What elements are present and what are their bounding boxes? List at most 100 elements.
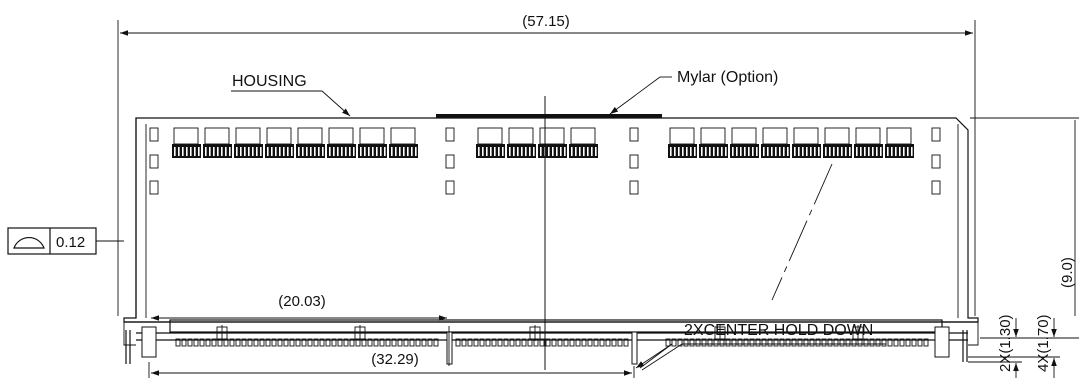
lower-contact-tooth bbox=[379, 338, 385, 347]
comb-slot bbox=[411, 147, 413, 156]
overall-width-label: (57.15) bbox=[522, 13, 570, 30]
comb-slot bbox=[825, 147, 827, 156]
comb-slot bbox=[575, 147, 577, 156]
comb-slot bbox=[690, 147, 692, 156]
center-hold-down-dimension: (32.29) bbox=[151, 351, 635, 378]
comb-slot bbox=[329, 147, 331, 156]
lower-contact-tooth bbox=[683, 338, 689, 347]
upper-contact-cell bbox=[173, 127, 199, 145]
comb-slot bbox=[256, 147, 258, 156]
comb-slot bbox=[252, 147, 254, 156]
lower-contact-tooth bbox=[187, 338, 193, 347]
lower-contact-tooth bbox=[695, 338, 701, 347]
comb-slot bbox=[236, 147, 238, 156]
lower-contact-tooth bbox=[911, 338, 917, 347]
comb-slot bbox=[872, 147, 874, 156]
comb-slot bbox=[349, 147, 351, 156]
comb-slot bbox=[740, 147, 742, 156]
comb-slot bbox=[856, 147, 858, 156]
comb-slot bbox=[186, 147, 188, 156]
upper-contact-cell bbox=[669, 127, 695, 145]
comb-slot bbox=[752, 147, 754, 156]
lower-contact-tooth bbox=[289, 338, 295, 347]
comb-slot bbox=[903, 147, 905, 156]
comb-slot bbox=[244, 147, 246, 156]
profile-of-surface-icon bbox=[13, 236, 45, 249]
lower-contact-tooth bbox=[515, 338, 521, 347]
lower-contact-tooth bbox=[319, 338, 325, 347]
upper-contact-cell bbox=[359, 127, 385, 145]
lower-contact-tooth bbox=[301, 338, 307, 347]
lower-contact-tooth bbox=[563, 338, 569, 347]
comb-slot bbox=[376, 147, 378, 156]
comb-slot bbox=[529, 147, 531, 156]
comb-slot bbox=[345, 147, 347, 156]
comb-slot bbox=[694, 147, 696, 156]
lower-contact-tooth bbox=[623, 338, 629, 347]
lower-contact-tooth bbox=[839, 338, 845, 347]
comb-slot bbox=[490, 147, 492, 156]
comb-slot bbox=[407, 147, 409, 156]
lower-contact-tooth bbox=[265, 338, 271, 347]
lower-contact-tooth bbox=[461, 338, 467, 347]
comb-slot bbox=[713, 147, 715, 156]
comb-slot bbox=[802, 147, 804, 156]
upper-contact-cell bbox=[266, 127, 292, 145]
lower-contact-tooth bbox=[665, 338, 671, 347]
comb-slot bbox=[899, 147, 901, 156]
comb-slot bbox=[322, 147, 324, 156]
upper-contact-cell bbox=[204, 127, 230, 145]
comb-slot bbox=[221, 147, 223, 156]
comb-slot bbox=[779, 147, 781, 156]
lower-contact-tooth bbox=[509, 338, 515, 347]
lower-contact-tooth bbox=[797, 338, 803, 347]
lower-contact-tooth bbox=[337, 338, 343, 347]
comb-slot bbox=[686, 147, 688, 156]
comb-slot bbox=[279, 147, 281, 156]
lower-contact-tooth bbox=[893, 338, 899, 347]
comb-slot bbox=[721, 147, 723, 156]
comb-slot bbox=[198, 147, 200, 156]
lower-contact-tooth bbox=[491, 338, 497, 347]
comb-slot bbox=[787, 147, 789, 156]
lower-contact-tooth bbox=[803, 338, 809, 347]
comb-slot bbox=[907, 147, 909, 156]
comb-slot bbox=[571, 147, 573, 156]
comb-slot bbox=[509, 147, 511, 156]
comb-slot bbox=[732, 147, 734, 156]
lower-contact-tooth bbox=[917, 338, 923, 347]
lower-contact-tooth bbox=[881, 338, 887, 347]
comb-slot bbox=[384, 147, 386, 156]
comb-slot bbox=[502, 147, 504, 156]
comb-slot bbox=[341, 147, 343, 156]
comb-slot bbox=[868, 147, 870, 156]
comb-slot bbox=[174, 147, 176, 156]
comb-slot bbox=[314, 147, 316, 156]
comb-slot bbox=[498, 147, 500, 156]
center-hold-down-callout: 2XCENTER HOLD DOWN bbox=[635, 322, 886, 371]
comb-slot bbox=[248, 147, 250, 156]
lower-contact-tooth bbox=[349, 338, 355, 347]
upper-contact-cell bbox=[477, 127, 503, 145]
lower-contact-tooth bbox=[479, 338, 485, 347]
lower-contact-tooth bbox=[271, 338, 277, 347]
comb-slot bbox=[182, 147, 184, 156]
overall-width-dimension: (57.15) bbox=[117, 10, 976, 316]
comb-slot bbox=[353, 147, 355, 156]
lower-contact-tooth bbox=[539, 338, 545, 347]
center-hold-down-label: 2XCENTER HOLD DOWN bbox=[684, 322, 873, 339]
upper-contact-cell bbox=[886, 127, 912, 145]
comb-slot bbox=[364, 147, 366, 156]
upper-contact-cell bbox=[762, 127, 788, 145]
comb-slot bbox=[701, 147, 703, 156]
lower-contact-tooth bbox=[253, 338, 259, 347]
center-hold-down-distance-label: (32.29) bbox=[371, 351, 419, 368]
lower-contact-tooth bbox=[313, 338, 319, 347]
lower-contact-row bbox=[175, 338, 929, 347]
comb-slot bbox=[880, 147, 882, 156]
lower-contact-tooth bbox=[277, 338, 283, 347]
comb-slot bbox=[380, 147, 382, 156]
comb-slot bbox=[287, 147, 289, 156]
mylar-callout: Mylar (Option) bbox=[609, 69, 778, 115]
lower-contact-tooth bbox=[689, 338, 695, 347]
